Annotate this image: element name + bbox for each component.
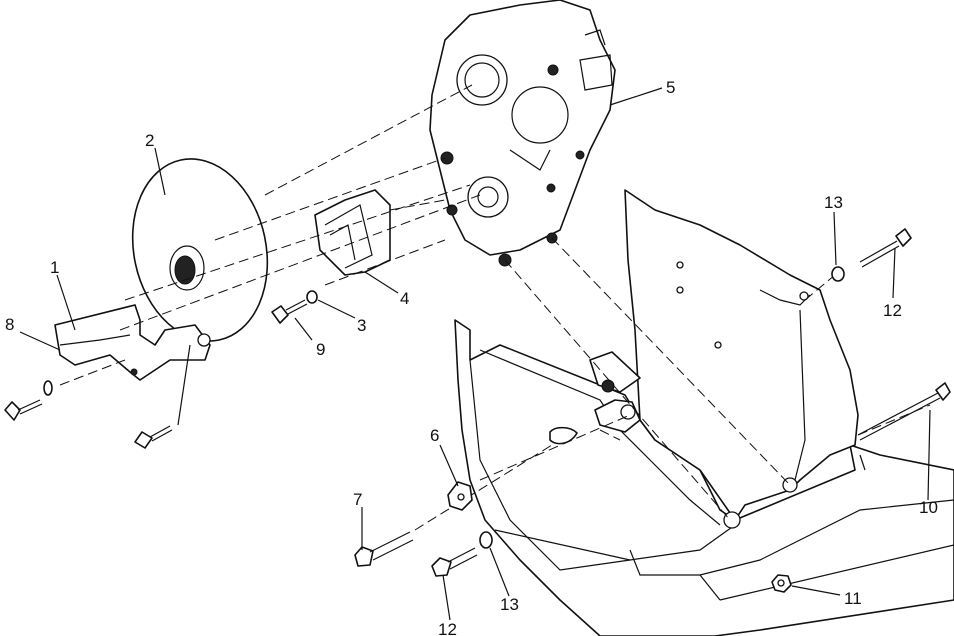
driven-disc: [131, 158, 269, 342]
callout-13-right: 13: [824, 193, 843, 212]
brake-bracket: [54, 304, 211, 381]
callout-1: 1: [50, 258, 59, 277]
callout-3: 3: [357, 316, 366, 335]
hardware: [4, 228, 951, 593]
gearcase-housing: [429, 0, 616, 267]
assembly-lines: [59, 84, 931, 531]
callout-12-lower: 12: [438, 620, 457, 636]
callout-9: 9: [316, 340, 325, 359]
callout-7: 7: [353, 490, 362, 509]
callout-5: 5: [666, 78, 675, 97]
chassis-frame: [454, 319, 954, 636]
callout-11: 11: [844, 589, 862, 608]
pivot-plate: [589, 351, 641, 433]
callout-13-lower: 13: [500, 595, 519, 614]
callout-12-right: 12: [883, 301, 902, 320]
callout-6: 6: [430, 426, 439, 445]
callout-4: 4: [400, 289, 409, 308]
callout-8: 8: [5, 315, 14, 334]
callout-10: 10: [919, 498, 938, 517]
callouts: 1 2 3 4 5 6 7 8 9 10 11 12 12 13 13: [5, 78, 938, 636]
mount-bracket: [314, 189, 391, 276]
callout-2: 2: [145, 131, 154, 150]
leader-lines: [19, 87, 931, 621]
